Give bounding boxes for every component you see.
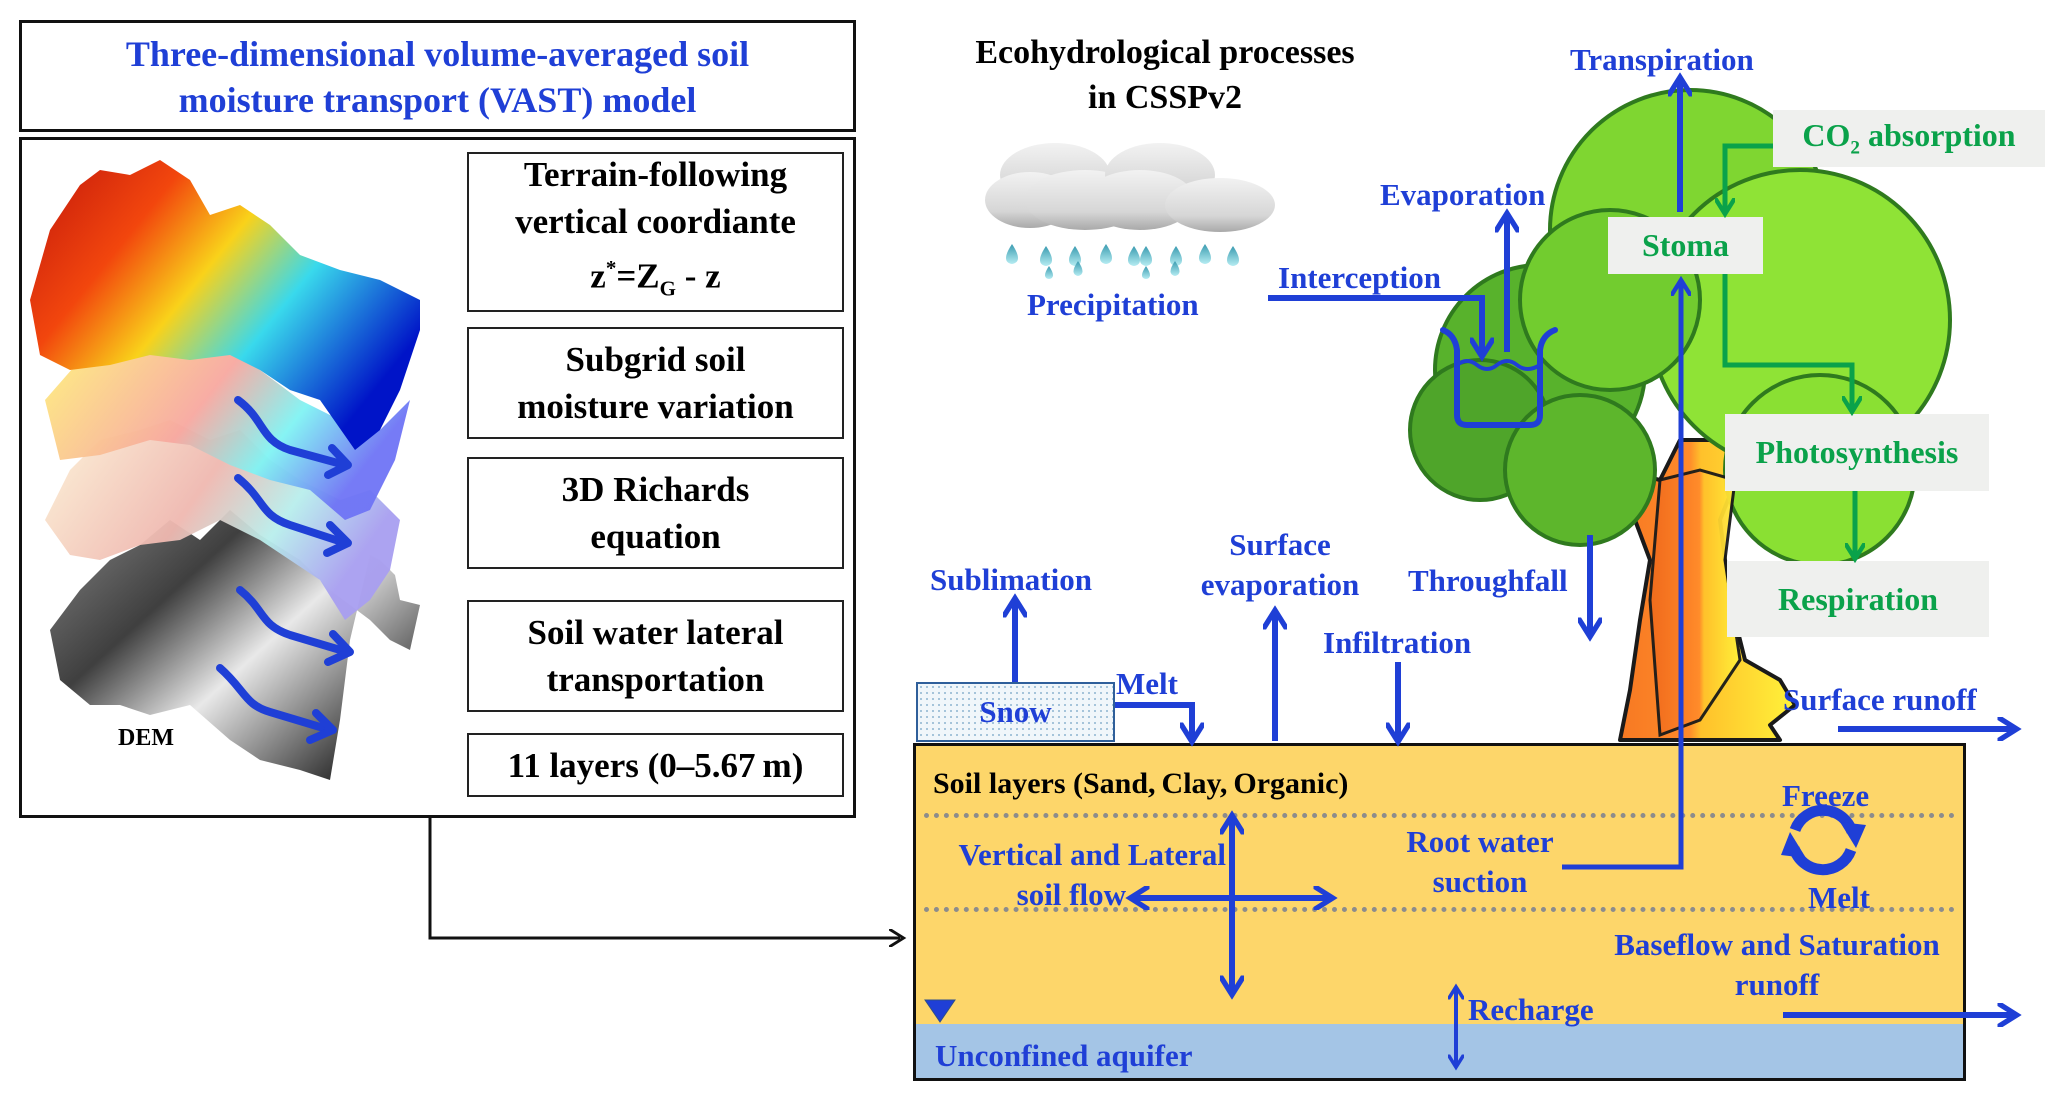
vast-title-line1: Three-dimensional volume-averaged soil <box>125 34 750 74</box>
vast-title-box: Three-dimensional volume-averaged soil m… <box>19 20 856 132</box>
baseflow-line1: Baseflow and Saturation <box>1614 927 1940 962</box>
eco-title-line1: Ecohydrological processes <box>975 34 1355 71</box>
co2-to-stoma-arrow <box>1725 143 1773 210</box>
vertical-lateral-flow-label: Vertical and Lateral soil flow <box>918 835 1226 915</box>
root-water-line1: Root water <box>1406 824 1554 859</box>
surface-evaporation-label: Surface evaporation <box>1180 525 1380 605</box>
interception-arrow <box>1268 295 1482 352</box>
soil-layer-divider-2 <box>924 907 1955 912</box>
respiration-label: Respiration <box>1778 580 1938 617</box>
baseflow-saturation-label: Baseflow and Saturation runoff <box>1582 925 1972 1005</box>
sublimation-label: Sublimation <box>930 562 1092 597</box>
snow-box: Snow <box>916 682 1115 742</box>
aquifer-layer <box>916 1024 1963 1078</box>
vast-title-line2: moisture transport (VAST) model <box>178 80 697 120</box>
surface-evaporation-line2: evaporation <box>1200 567 1360 602</box>
eco-title: Ecohydrological processes in CSSPv2 <box>925 30 1405 120</box>
surface-runoff-label: Surface runoff <box>1783 682 1977 717</box>
interception-label: Interception <box>1278 260 1442 295</box>
stoma-label: Stoma <box>1641 227 1730 263</box>
feature-terrain-equation: z*=ZG - z <box>590 256 721 301</box>
baseflow-line2: runoff <box>1734 967 1820 1002</box>
eco-title-line2: in CSSPv2 <box>1088 79 1242 116</box>
unconfined-aquifer-label: Unconfined aquifer <box>935 1038 1193 1073</box>
raindrops <box>1006 244 1239 279</box>
feature-layers-text: 11 layers (0–5.67 m) <box>507 745 804 785</box>
soil-column <box>913 743 1966 1081</box>
root-water-line2: suction <box>1432 864 1528 899</box>
respiration-box: Respiration <box>1727 561 1989 637</box>
feature-box-richards: 3D Richards equation <box>467 457 844 569</box>
feature-box-terrain-following: Terrain-following vertical coordiante z*… <box>467 152 844 312</box>
throughfall-label: Throughfall <box>1408 563 1568 598</box>
snow-melt-arrow <box>1115 702 1192 737</box>
soil-layers-label: Soil layers (Sand, Clay, Organic) <box>933 767 1349 800</box>
surface-evaporation-line1: Surface <box>1229 527 1331 562</box>
photosynthesis-box: Photosynthesis <box>1725 414 1989 491</box>
interception-bucket-icon <box>1440 327 1558 428</box>
cloud-right <box>1085 143 1275 232</box>
evaporation-label: Evaporation <box>1380 177 1546 212</box>
infiltration-label: Infiltration <box>1323 625 1472 660</box>
feature-terrain-line1: Terrain-following <box>523 155 788 195</box>
feature-box-subgrid: Subgrid soil moisture variation <box>467 327 844 439</box>
freeze-label: Freeze <box>1782 778 1870 813</box>
feature-subgrid-line2: moisture variation <box>517 387 794 426</box>
feature-terrain-line2: vertical coordiante <box>515 202 796 242</box>
vertical-lateral-line2: soil flow <box>1016 877 1126 912</box>
feature-lateral-line2: transportation <box>546 660 765 699</box>
cloud-left <box>985 143 1145 230</box>
feature-lateral-line1: Soil water lateral <box>527 613 784 652</box>
transpiration-label: Transpiration <box>1570 42 1754 77</box>
dem-label: DEM <box>118 725 174 751</box>
photosynthesis-label: Photosynthesis <box>1755 434 1959 470</box>
stoma-box: Stoma <box>1608 217 1763 274</box>
feature-richards-line1: 3D Richards <box>561 470 750 509</box>
vertical-lateral-line1: Vertical and Lateral <box>958 837 1226 872</box>
feature-subgrid-line1: Subgrid soil <box>565 340 746 379</box>
snow-label: Snow <box>979 694 1052 729</box>
feature-richards-line2: equation <box>590 517 721 556</box>
stoma-to-photosynthesis-arrow <box>1722 274 1852 408</box>
root-water-suction-label: Root water suction <box>1380 822 1580 902</box>
snow-melt-label: Melt <box>1116 666 1178 701</box>
vast-to-soil-connector <box>428 818 900 938</box>
co2-absorption-label: CO2 absorption <box>1802 117 2016 159</box>
soil-melt-label: Melt <box>1808 880 1870 915</box>
recharge-label: Recharge <box>1468 992 1594 1027</box>
soil-layer-divider-1 <box>924 813 1955 818</box>
precipitation-label: Precipitation <box>1027 287 1199 322</box>
feature-box-layers: 11 layers (0–5.67 m) <box>467 733 844 797</box>
co2-absorption-box: CO2 absorption <box>1773 110 2045 167</box>
feature-box-lateral: Soil water lateral transportation <box>467 600 844 712</box>
bucket-water-surface <box>1455 359 1542 371</box>
